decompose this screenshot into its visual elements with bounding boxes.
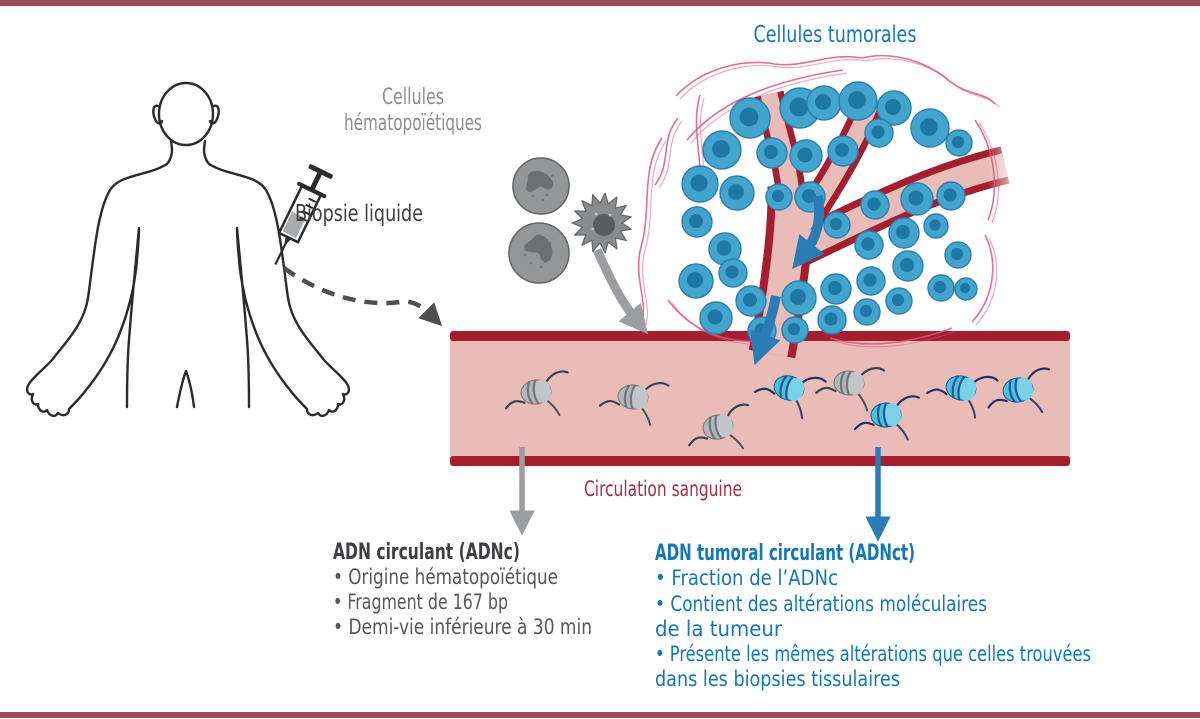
tumor-cell xyxy=(756,137,788,169)
label-hematopoietic-line2: hématopoïétiques xyxy=(344,111,482,136)
leukocyte-cell-icon xyxy=(512,157,570,215)
tumor-cell xyxy=(789,139,823,173)
tumor-cell xyxy=(860,190,890,220)
tumor-dna-nucleosome xyxy=(753,374,827,420)
tumor-cell xyxy=(718,258,748,288)
tumor-cell xyxy=(854,230,884,260)
body-right-side xyxy=(202,139,351,418)
capillary-line xyxy=(971,234,994,323)
capillary-line xyxy=(658,120,683,189)
normal-dna-nucleosome xyxy=(504,370,569,416)
tumor-cell xyxy=(923,213,949,239)
bottom-border-bar xyxy=(0,712,1200,718)
tumor-cell xyxy=(699,301,733,335)
tumor-cell xyxy=(817,305,847,335)
adnct-line: dans les biopsies tissulaires xyxy=(655,667,900,691)
tumor-cell xyxy=(781,316,809,344)
tumor-cell xyxy=(702,130,742,170)
adnc-bullet: • Fragment de 167 bp xyxy=(333,590,508,614)
tumor-cell xyxy=(892,250,924,282)
tumor-cell xyxy=(864,118,894,148)
tumor-to-vessel-arrow-upper xyxy=(792,195,825,270)
tumor-cell xyxy=(729,97,771,139)
tumor-cell xyxy=(827,135,859,167)
tumor-cell xyxy=(945,129,973,157)
syringe-plunger-rod xyxy=(309,172,322,191)
circulating-dna-fragments xyxy=(504,367,1050,450)
tumor-cell xyxy=(781,280,817,316)
syringe-needle xyxy=(274,241,288,266)
capillary-line xyxy=(654,117,679,186)
capillary-line xyxy=(865,58,1000,108)
capillary-line xyxy=(829,327,953,345)
syringe-icon xyxy=(274,164,333,266)
body-crotch-line xyxy=(175,369,196,409)
normal-dna-nucleosome xyxy=(815,367,886,412)
tumor-cell xyxy=(719,175,755,211)
tumor-cell xyxy=(681,206,713,238)
tumor-cell xyxy=(910,108,950,148)
adnc-text-block: ADN circulant (ADNc) • Origine hématopoï… xyxy=(333,540,592,639)
tumor-cell xyxy=(927,274,955,302)
dendritic-cell-icon xyxy=(571,192,632,254)
adnc-title: ADN circulant (ADNc) xyxy=(333,540,520,565)
adnct-line: • Fraction de l’ADNc xyxy=(655,566,838,590)
tumor-cell xyxy=(678,263,714,299)
tumor-dna-nucleosome xyxy=(987,367,1050,414)
tumor-cell xyxy=(876,90,912,126)
label-tumor-cells: Cellules tumorales xyxy=(754,22,917,48)
adnct-title: ADN tumoral circulant (ADNct) xyxy=(655,541,915,566)
adnct-line: de la tumeur xyxy=(655,617,782,641)
capillary-line xyxy=(675,55,863,97)
capillary-line xyxy=(974,119,996,221)
tumor-cell xyxy=(765,183,793,211)
tumor-cell xyxy=(900,182,934,216)
tumor-cell xyxy=(888,217,920,249)
adnct-line: • Présente les mêmes altérations que cel… xyxy=(655,642,1091,666)
adnct-text-block: ADN tumoral circulant (ADNct) • Fraction… xyxy=(655,541,1091,691)
leukocyte-cell-icon xyxy=(508,222,570,284)
body-ear-right xyxy=(208,104,220,125)
tumor-cell xyxy=(853,298,881,326)
normal-dna-nucleosome xyxy=(688,403,750,450)
tumor-cell xyxy=(735,285,767,317)
capillary-line xyxy=(833,330,957,348)
adnc-bullet: • Origine hématopoïétique xyxy=(333,565,558,589)
tumor-cell xyxy=(936,181,966,211)
tumor-dna-nucleosome xyxy=(853,395,920,441)
syringe-scale-ticks xyxy=(299,197,317,222)
hematopoietic-to-vessel-arrow xyxy=(592,248,649,335)
syringe-plunger-handle xyxy=(308,164,333,179)
capillary-line xyxy=(637,137,663,323)
tumor-to-vessel-arrow-lower xyxy=(750,295,781,366)
capillary-line xyxy=(975,237,998,326)
capillary-line xyxy=(679,59,867,100)
tumor-cell xyxy=(820,273,852,305)
tumor-cell xyxy=(944,241,972,269)
tumor-cell xyxy=(823,211,851,239)
tumor-cell xyxy=(954,277,978,301)
body-left-side xyxy=(25,139,174,418)
hematopoietic-cell-group xyxy=(508,157,632,284)
label-hematopoietic-line1: Cellules xyxy=(382,85,444,110)
sample-transfer-dashed-arrow xyxy=(282,266,443,327)
adnc-bullet: • Demi-vie inférieure à 30 min xyxy=(333,615,592,639)
tumor-cell xyxy=(885,287,913,315)
human-body-silhouette xyxy=(25,81,351,418)
tumor-dna-nucleosome xyxy=(926,375,999,419)
tumor-cell xyxy=(838,81,878,121)
vessel-wall-bottom xyxy=(450,456,1070,466)
normal-dna-nucleosome xyxy=(598,381,670,426)
body-ear-left xyxy=(152,104,164,125)
adnct-line: • Contient des altérations moléculaires xyxy=(655,592,987,616)
tumor-cell xyxy=(856,266,886,296)
label-liquid-biopsy: Biopsie liquide xyxy=(295,201,423,227)
body-head xyxy=(157,81,215,147)
tumor-cell xyxy=(681,165,719,203)
label-blood-circulation: Circulation sanguine xyxy=(584,477,742,501)
tumor-cell xyxy=(806,85,842,121)
capillary-line xyxy=(978,122,1000,224)
top-border-bar xyxy=(0,0,1200,6)
